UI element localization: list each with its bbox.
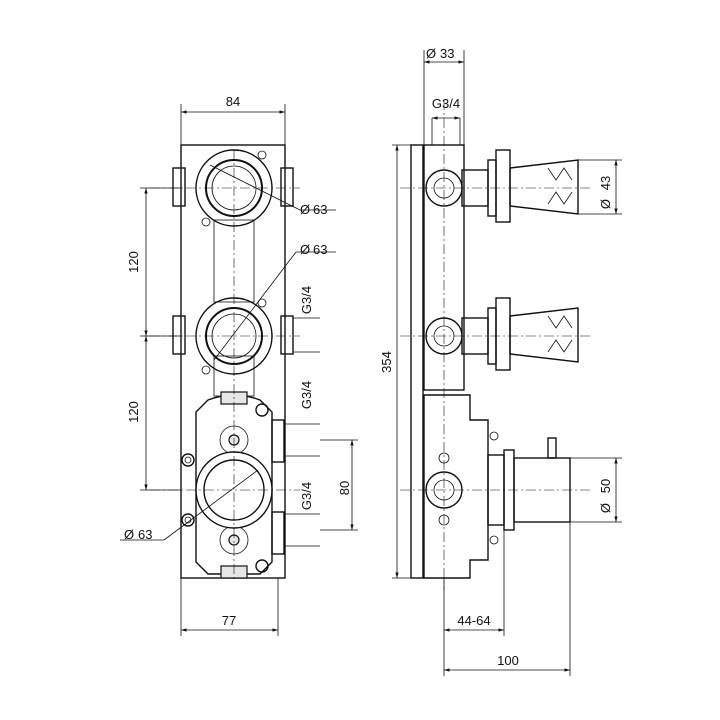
- mixer-section: [181, 391, 285, 579]
- dim-height-total: 354: [379, 351, 394, 373]
- dim-depth-total: 100: [497, 653, 519, 668]
- dim-dia-bottom: 63: [138, 527, 152, 542]
- dim-spacing-upper: 120: [126, 251, 141, 273]
- thread-label-2: G3/4: [299, 381, 314, 409]
- dim-dia-mid: 63: [313, 242, 327, 257]
- dim-depth-range: 44-64: [457, 613, 490, 628]
- side-wall-plate: [410, 144, 424, 579]
- thread-label-1: G3/4: [299, 286, 314, 314]
- dia-sym-bottom: Ø: [124, 527, 134, 542]
- front-view: 84 120 120 Ø 63 Ø 63 Ø 63 G3/4 G3/4 G3/4: [120, 94, 358, 636]
- dia-sym-mid: Ø: [300, 242, 310, 257]
- dia-sym-handle: Ø: [598, 199, 613, 209]
- dim-dia-knob: 50: [598, 479, 613, 493]
- dim-spacing-lower: 120: [126, 401, 141, 423]
- dim-dia-pipe: 33: [440, 46, 454, 61]
- dia-sym-top: Ø: [300, 202, 310, 217]
- side-view: Ø 33 G3/4 354 Ø 43 Ø 50 44-64 100: [379, 46, 622, 676]
- dia-sym-pipe: Ø: [426, 46, 436, 61]
- dim-width-bottom: 77: [222, 613, 236, 628]
- upper-handle: [509, 159, 579, 215]
- thread-label-top: G3/4: [432, 96, 460, 111]
- dim-outlet-spacing: 80: [337, 481, 352, 495]
- dia-sym-knob: Ø: [598, 503, 613, 513]
- thread-label-3: G3/4: [299, 482, 314, 510]
- dim-width-top: 84: [226, 94, 240, 109]
- dim-dia-top: 63: [313, 202, 327, 217]
- middle-handle: [509, 307, 579, 363]
- dim-dia-handle: 43: [598, 176, 613, 190]
